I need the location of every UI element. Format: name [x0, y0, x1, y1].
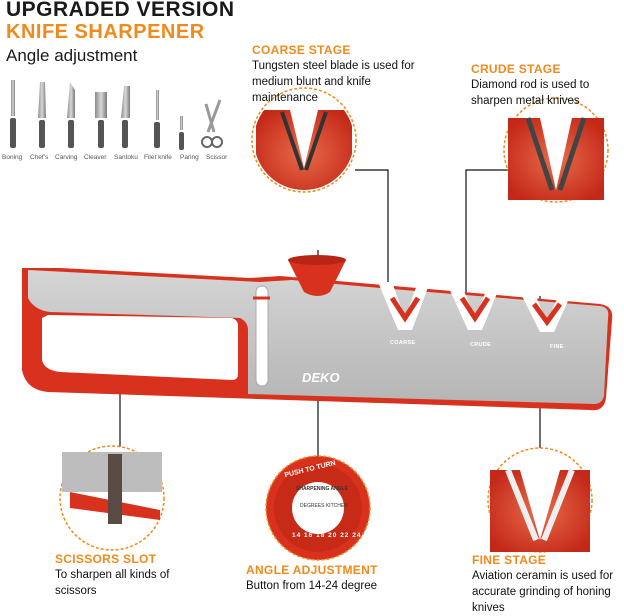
dial-number: 22: [340, 532, 350, 539]
dial-number: 24: [352, 532, 362, 539]
knife-label-filet: Filet knife: [144, 154, 172, 161]
slot-label-coarse: COARSE: [390, 340, 416, 346]
brand-logo: DEKO: [302, 370, 340, 385]
scissors-slot-illustration: [59, 445, 165, 551]
dial-number: 16: [304, 532, 314, 539]
crude-stage-desc: Diamond rod is used to sharpen metal kni…: [471, 79, 590, 107]
angle-dial-illustration: [265, 455, 371, 561]
crude-slot: [448, 286, 500, 330]
dial-numbers: 14 16 18 20 22 24: [292, 532, 361, 539]
dial-number: 20: [328, 532, 338, 539]
fine-stage-illustration: [487, 447, 593, 553]
page-title: UPGRADED VERSION: [6, 0, 235, 21]
coarse-slot: [378, 282, 430, 330]
dial-sharpening-text: SHARPENING ANGLE: [296, 486, 349, 492]
slot-label-crude: CRUDE: [470, 342, 492, 348]
dial-number: 14: [292, 532, 302, 539]
knife-label-cleaver: Cleaver: [84, 154, 107, 161]
coarse-stage-illustration: [251, 87, 357, 196]
fine-stage-title: FINE STAGE: [472, 553, 547, 567]
dial-degrees-text: DEGREES KITCHEN: [300, 503, 348, 509]
angle-heading: Angle adjustment: [6, 46, 138, 65]
knife-label-paring: Paring: [180, 154, 199, 161]
scissors-slot-title: SCISSORS SLOT: [55, 552, 157, 566]
sharpener-body: [22, 255, 613, 411]
filet-knife-icon: [154, 90, 160, 148]
scissors-icon: [201, 99, 223, 148]
paring-knife-icon: [179, 116, 184, 150]
cleaver-icon: [95, 92, 107, 148]
scissors-slot-desc: To sharpen all kinds of scissors: [55, 569, 170, 597]
fine-stage-desc: Aviation ceramin is used for accurate gr…: [472, 570, 614, 614]
page-subtitle: KNIFE SHARPENER: [6, 21, 205, 43]
fine-slot: [520, 292, 572, 332]
santoku-icon: [121, 86, 130, 148]
slot-label-fine: FINE: [550, 344, 564, 350]
boning-knife-icon: [10, 80, 16, 148]
coarse-stage-desc: Tungsten steel blade is used for medium …: [252, 60, 415, 104]
dial-number: 18: [316, 532, 326, 539]
knife-label-boning: Boning: [2, 154, 23, 161]
carving-knife-icon: [67, 82, 75, 148]
angle-adjustment-desc: Button from 14-24 degree: [246, 580, 378, 592]
crude-stage-title: CRUDE STAGE: [471, 62, 561, 76]
chefs-knife-icon: [38, 82, 46, 148]
knife-label-santoku: Santoku: [114, 154, 138, 161]
knife-label-carving: Carving: [55, 154, 78, 161]
knife-label-scissor: Scissor: [206, 154, 228, 161]
coarse-stage-title: COARSE STAGE: [252, 43, 351, 57]
crude-stage-illustration: [503, 97, 609, 203]
knife-label-chefs: Chef's: [30, 154, 49, 161]
angle-adjustment-title: ANGLE ADJUSTMENT: [246, 563, 378, 577]
